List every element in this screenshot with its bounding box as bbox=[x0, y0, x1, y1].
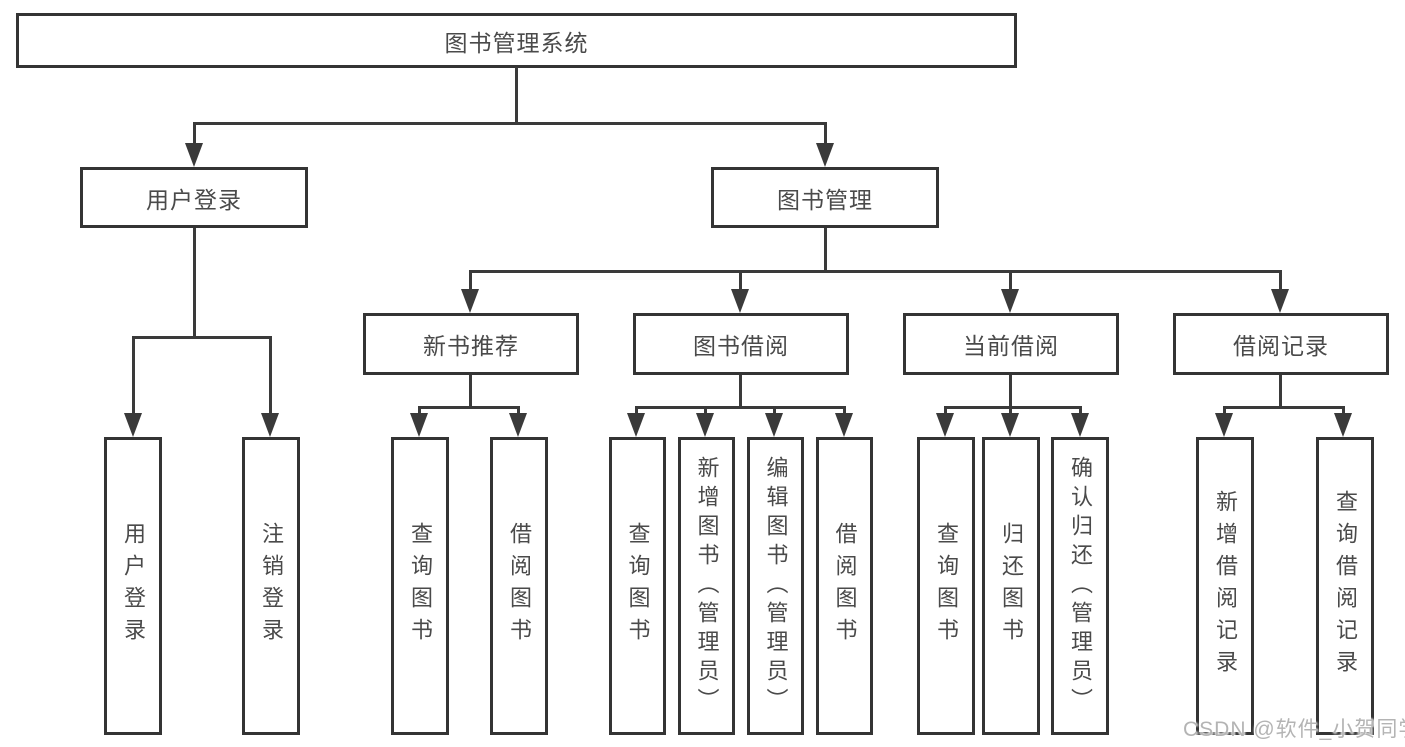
leaf-return-books: 归还图书 bbox=[982, 437, 1040, 735]
node-book-borrow: 图书借阅 bbox=[633, 313, 849, 375]
arrowhead-to-borrow-records bbox=[1271, 289, 1289, 313]
connector-stem bbox=[843, 406, 846, 415]
leaf-confirm-return-admin: 确认归还（管理员） bbox=[1051, 437, 1109, 735]
connector-new-book-horizontal bbox=[418, 406, 520, 409]
leaf-edit-books-admin: 编辑图书（管理员） bbox=[747, 437, 804, 735]
arrowhead-to-book-borrow bbox=[731, 289, 749, 313]
connector-stem-new-book bbox=[469, 270, 472, 291]
leaf-label: 用户登录 bbox=[121, 522, 146, 650]
leaf-user-login: 用户登录 bbox=[104, 437, 162, 735]
connector-root-vertical bbox=[515, 67, 518, 124]
leaf-label: 查询图书 bbox=[408, 522, 433, 650]
arrowhead-to-leaf-login bbox=[124, 413, 142, 437]
node-borrow-records: 借阅记录 bbox=[1173, 313, 1389, 375]
arrowhead bbox=[936, 413, 954, 437]
connector-borrow-records-vertical bbox=[1279, 375, 1282, 409]
connector-book-management-vertical bbox=[824, 228, 827, 273]
connector-book-borrow-horizontal bbox=[635, 406, 846, 409]
arrowhead-to-new-book bbox=[461, 289, 479, 313]
connector-book-management-horizontal bbox=[469, 270, 1282, 273]
arrowhead bbox=[509, 413, 527, 437]
leaf-borrow-books-recommend: 借阅图书 bbox=[490, 437, 548, 735]
leaf-add-books-admin: 新增图书（管理员） bbox=[678, 437, 735, 735]
connector-stem-current-borrow bbox=[1009, 270, 1012, 291]
node-label: 当前借阅 bbox=[963, 333, 1059, 359]
connector-book-borrow-vertical bbox=[739, 375, 742, 409]
node-label: 图书管理系统 bbox=[444, 29, 589, 56]
connector-borrow-records-horizontal bbox=[1223, 406, 1345, 409]
node-library-management-system: 图书管理系统 bbox=[16, 13, 1017, 68]
leaf-query-books-current: 查询图书 bbox=[917, 437, 975, 735]
node-new-book-recommend: 新书推荐 bbox=[363, 313, 579, 375]
leaf-query-books-recommend: 查询图书 bbox=[391, 437, 449, 735]
node-label: 新书推荐 bbox=[423, 333, 519, 359]
leaf-query-books-borrow: 查询图书 bbox=[609, 437, 666, 735]
arrowhead bbox=[1071, 413, 1089, 437]
leaf-logout: 注销登录 bbox=[242, 437, 300, 735]
connector-stem bbox=[418, 406, 421, 415]
connector-root-horizontal bbox=[193, 122, 827, 125]
leaf-label: 查询图书 bbox=[625, 522, 651, 650]
connector-stem bbox=[1079, 406, 1082, 415]
leaf-label: 编辑图书（管理员） bbox=[763, 455, 789, 717]
leaf-label: 查询图书 bbox=[934, 522, 959, 650]
arrowhead bbox=[1215, 413, 1233, 437]
leaf-label: 确认归还（管理员） bbox=[1068, 455, 1093, 717]
connector-user-login-vertical bbox=[193, 228, 196, 339]
arrowhead bbox=[1001, 413, 1019, 437]
connector-stem bbox=[773, 406, 776, 415]
arrowhead-to-leaf-logout bbox=[261, 413, 279, 437]
node-label: 用户登录 bbox=[146, 186, 242, 213]
leaf-label: 借阅图书 bbox=[832, 522, 858, 650]
arrowhead bbox=[410, 413, 428, 437]
node-label: 图书借阅 bbox=[693, 333, 789, 359]
arrowhead bbox=[835, 413, 853, 437]
connector-new-book-vertical bbox=[469, 375, 472, 409]
leaf-add-borrow-record: 新增借阅记录 bbox=[1196, 437, 1254, 735]
connector-current-borrow-horizontal bbox=[944, 406, 1082, 409]
connector-user-login-horizontal bbox=[132, 336, 272, 339]
connector-current-borrow-vertical bbox=[1009, 375, 1012, 409]
arrowhead-to-current-borrow bbox=[1001, 289, 1019, 313]
leaf-label: 归还图书 bbox=[999, 522, 1024, 650]
arrowhead bbox=[765, 413, 783, 437]
arrowhead bbox=[1334, 413, 1352, 437]
node-book-management: 图书管理 bbox=[711, 167, 939, 228]
connector-stem bbox=[517, 406, 520, 415]
connector-stem-leaf-login bbox=[132, 336, 135, 415]
node-label: 借阅记录 bbox=[1233, 333, 1329, 359]
connector-stem-borrow-records bbox=[1279, 270, 1282, 291]
arrowhead-to-user-login bbox=[185, 143, 203, 167]
leaf-label: 借阅图书 bbox=[507, 522, 532, 650]
node-current-borrow: 当前借阅 bbox=[903, 313, 1119, 375]
connector-stem bbox=[1009, 406, 1012, 415]
arrowhead-to-book-management bbox=[816, 143, 834, 167]
leaf-label: 新增借阅记录 bbox=[1213, 490, 1238, 682]
connector-stem-book-management bbox=[824, 122, 827, 145]
leaf-label: 新增图书（管理员） bbox=[694, 455, 720, 717]
connector-stem-book-borrow bbox=[739, 270, 742, 291]
leaf-query-borrow-record: 查询借阅记录 bbox=[1316, 437, 1374, 735]
connector-stem bbox=[1342, 406, 1345, 415]
connector-stem bbox=[944, 406, 947, 415]
csdn-watermark: CSDN @软件_小贺同学 bbox=[1183, 718, 1405, 741]
leaf-label: 注销登录 bbox=[259, 522, 284, 650]
connector-stem bbox=[704, 406, 707, 415]
arrowhead bbox=[627, 413, 645, 437]
node-label: 图书管理 bbox=[777, 186, 873, 213]
leaf-label: 查询借阅记录 bbox=[1333, 490, 1358, 682]
connector-stem-leaf-logout bbox=[269, 336, 272, 415]
node-user-login: 用户登录 bbox=[80, 167, 308, 228]
connector-stem bbox=[1223, 406, 1226, 415]
connector-stem bbox=[635, 406, 638, 415]
arrowhead bbox=[696, 413, 714, 437]
leaf-borrow-books: 借阅图书 bbox=[816, 437, 873, 735]
connector-stem-user-login bbox=[193, 122, 196, 145]
